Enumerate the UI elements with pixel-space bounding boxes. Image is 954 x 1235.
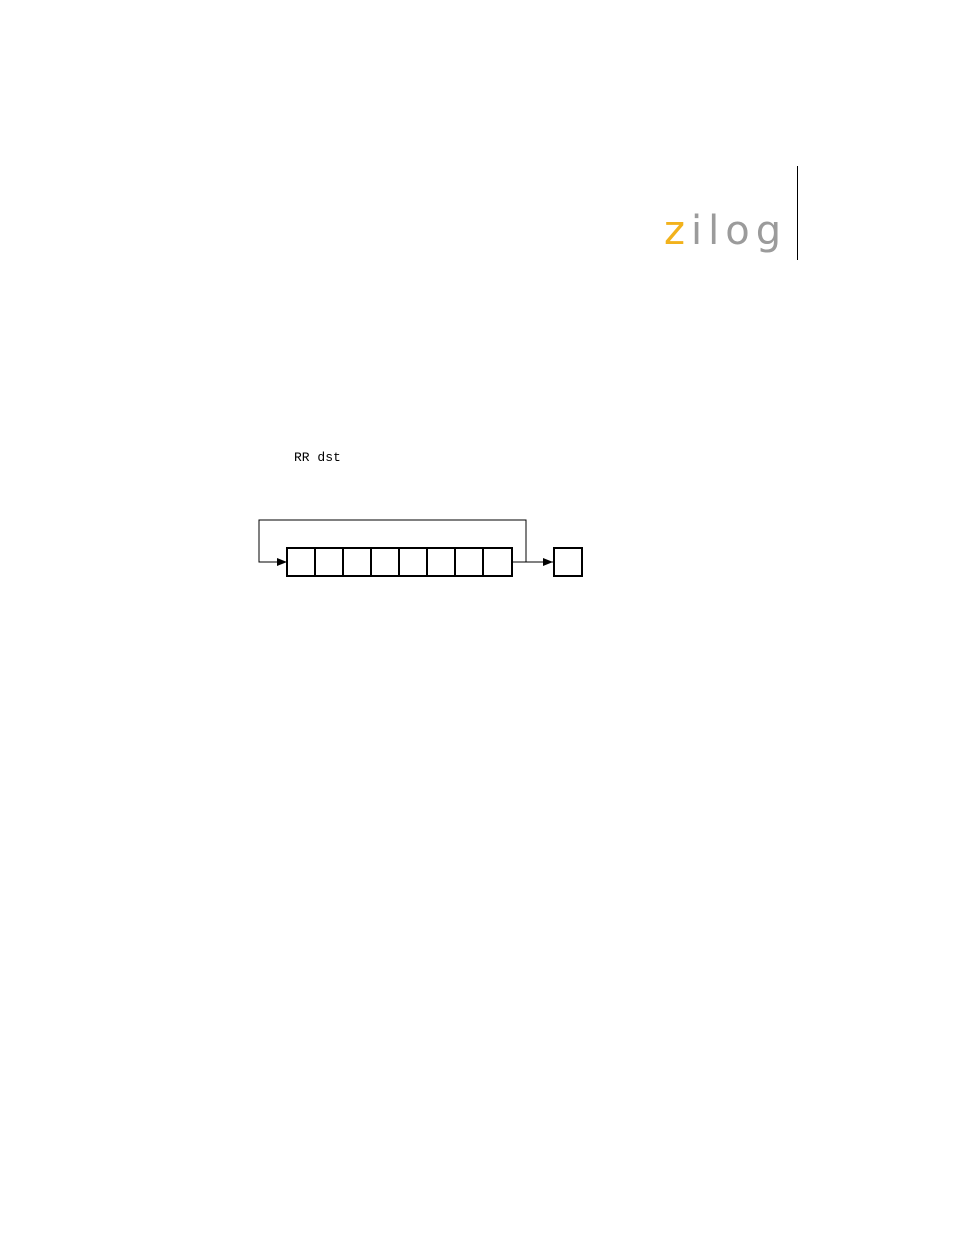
register-bit-cell [315,548,343,576]
logo-rest: ilog [691,208,787,254]
register-bit-cell [343,548,371,576]
carry-flag-cell [554,548,582,576]
register-cells [287,548,512,576]
instruction-syntax: RR dst [294,450,341,466]
register-bit-cell [371,548,399,576]
zilog-logo: zilog [664,206,787,256]
logo-z: z [664,208,691,254]
register-bit-cell [399,548,427,576]
register-bit-cell [427,548,455,576]
header-rule [797,166,798,260]
register-bit-cell [287,548,315,576]
rotate-right-diagram [250,510,590,582]
register-bit-cell [483,548,512,576]
register-bit-cell [455,548,483,576]
